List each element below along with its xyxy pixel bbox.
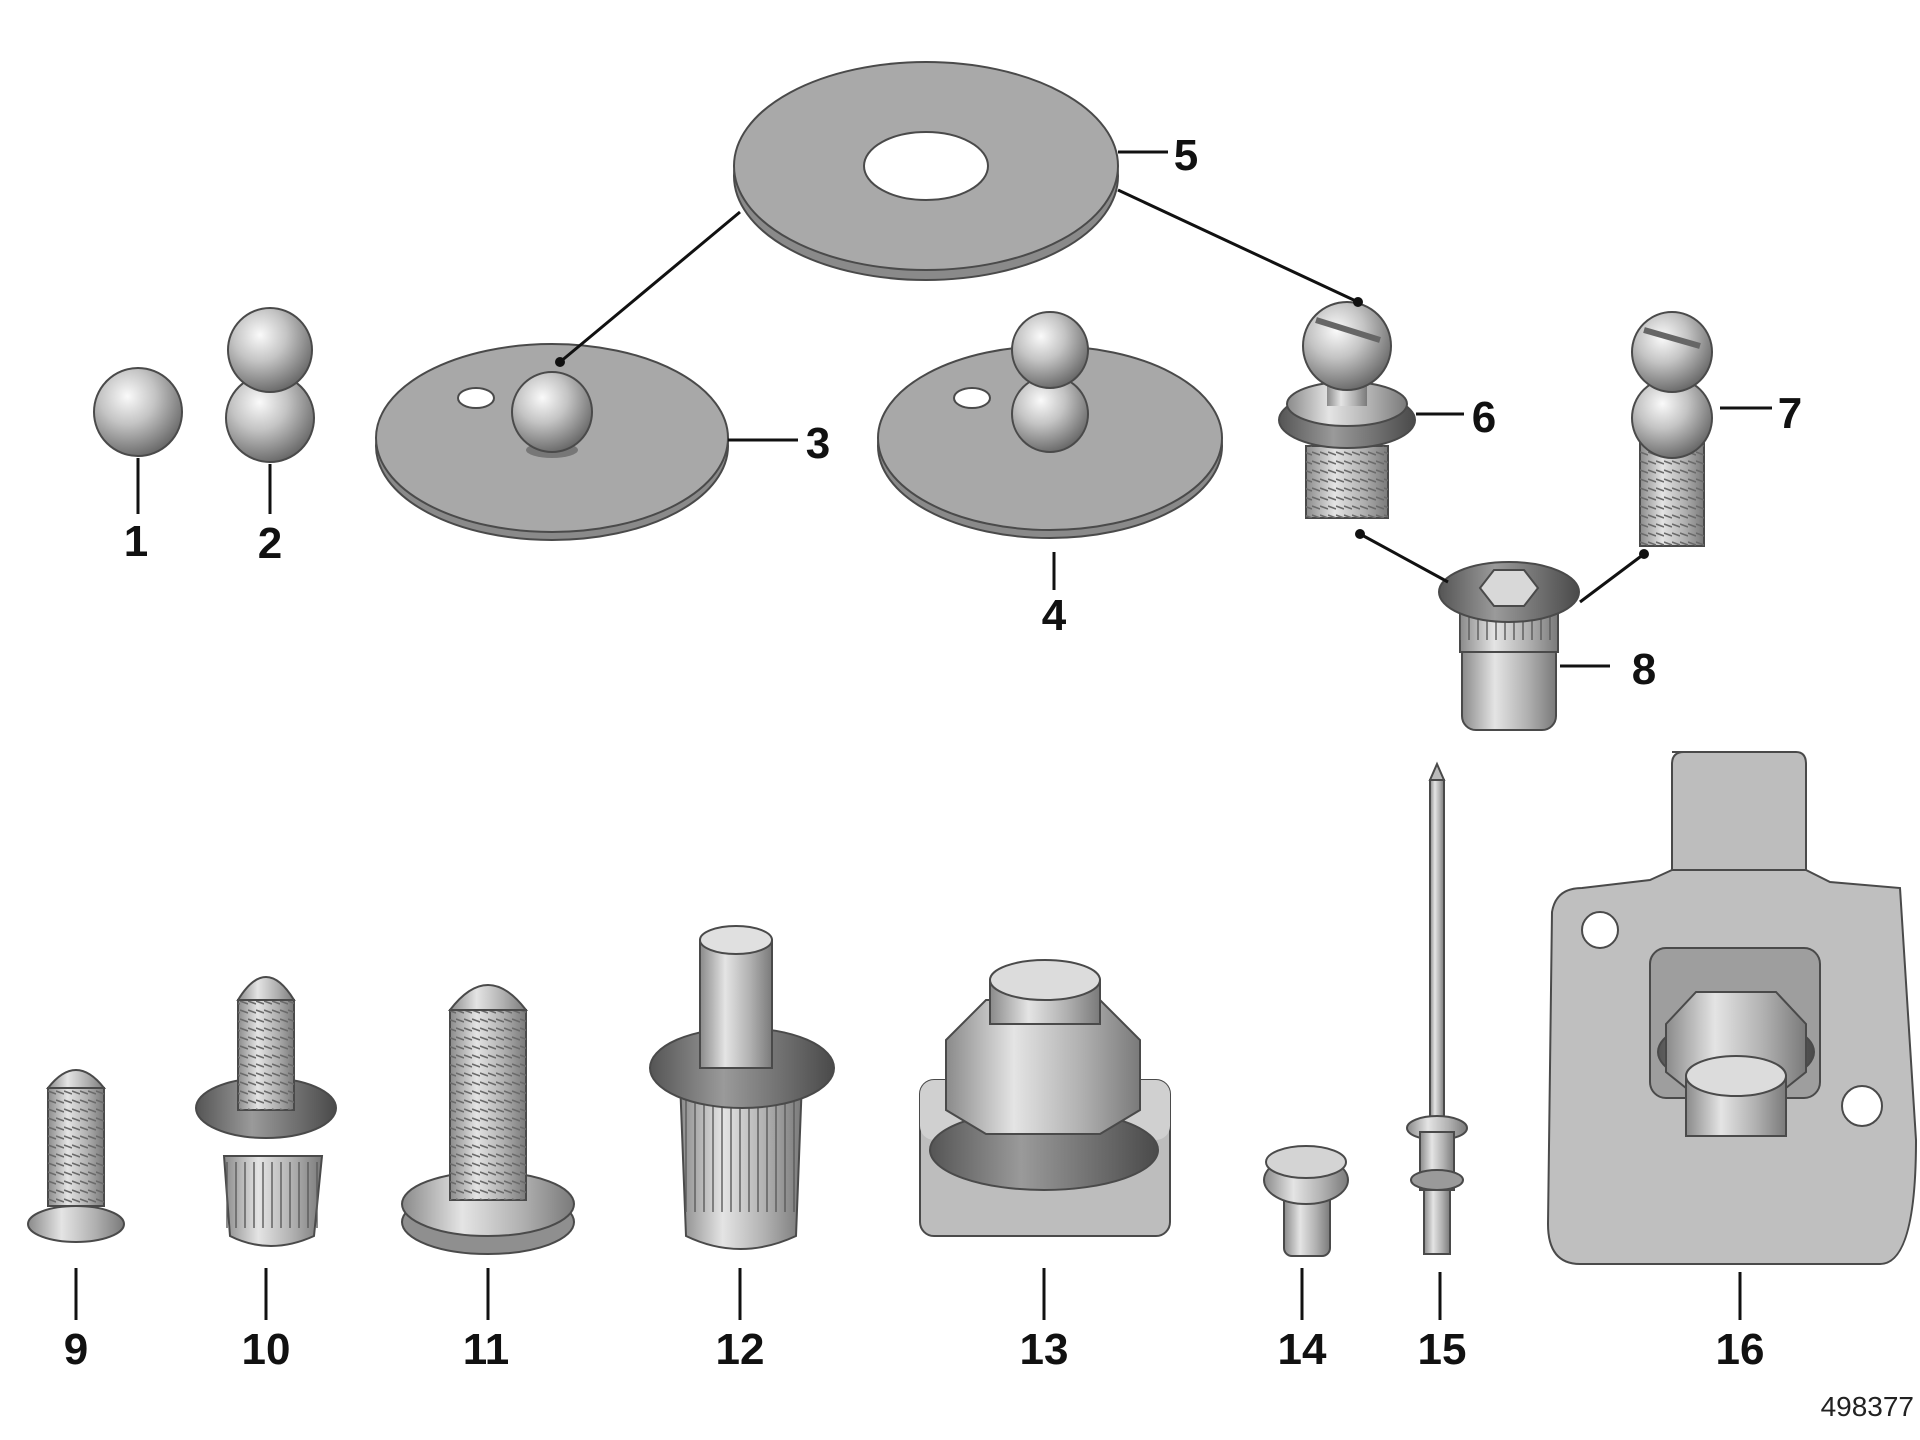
part-16-bracket-with-bolt <box>1546 751 1918 1265</box>
label-part-9: 9 <box>64 1325 88 1374</box>
label-part-15: 15 <box>1418 1325 1467 1374</box>
label-part-11: 11 <box>463 1325 510 1374</box>
part-4-double-ball-stud-plate <box>877 311 1223 539</box>
leader-lines <box>74 150 1772 1320</box>
part-10-stud-rivet-sleeve <box>195 976 337 1247</box>
label-part-6: 6 <box>1472 393 1496 442</box>
label-part-7: 7 <box>1778 389 1802 438</box>
part-7-threaded-double-ball-stud <box>1631 311 1713 547</box>
label-part-8: 8 <box>1632 645 1656 694</box>
part-11-flange-bolt <box>401 984 575 1255</box>
part-labels: 1 2 3 4 5 6 7 8 9 10 11 12 13 14 15 16 <box>64 131 1802 1374</box>
label-part-2: 2 <box>258 519 282 568</box>
label-part-3: 3 <box>806 419 830 468</box>
part-15-blind-rivet <box>1406 761 1468 1255</box>
label-part-1: 1 <box>124 517 148 566</box>
label-part-5: 5 <box>1174 131 1198 180</box>
part-1-ball-stud <box>93 367 183 457</box>
label-part-13: 13 <box>1020 1325 1069 1374</box>
diagram-reference-number: 498377 <box>1821 1391 1914 1422</box>
label-part-14: 14 <box>1278 1325 1327 1374</box>
part-6-ball-stud-threaded-collar <box>1278 301 1416 519</box>
label-part-4: 4 <box>1042 591 1067 640</box>
part-13-weld-nut <box>919 959 1171 1237</box>
label-part-10: 10 <box>242 1325 291 1374</box>
label-part-12: 12 <box>716 1325 765 1374</box>
part-3-ball-stud-plate <box>375 343 729 541</box>
part-8-rivet-nut <box>1438 561 1580 731</box>
part-14-pin <box>1263 1145 1349 1257</box>
part-12-rivet-stud <box>649 925 835 1250</box>
part-5-washer <box>733 61 1119 281</box>
part-2-double-ball-stud <box>225 307 315 463</box>
part-9-tapping-screw <box>27 1069 125 1243</box>
label-part-16: 16 <box>1716 1325 1765 1374</box>
